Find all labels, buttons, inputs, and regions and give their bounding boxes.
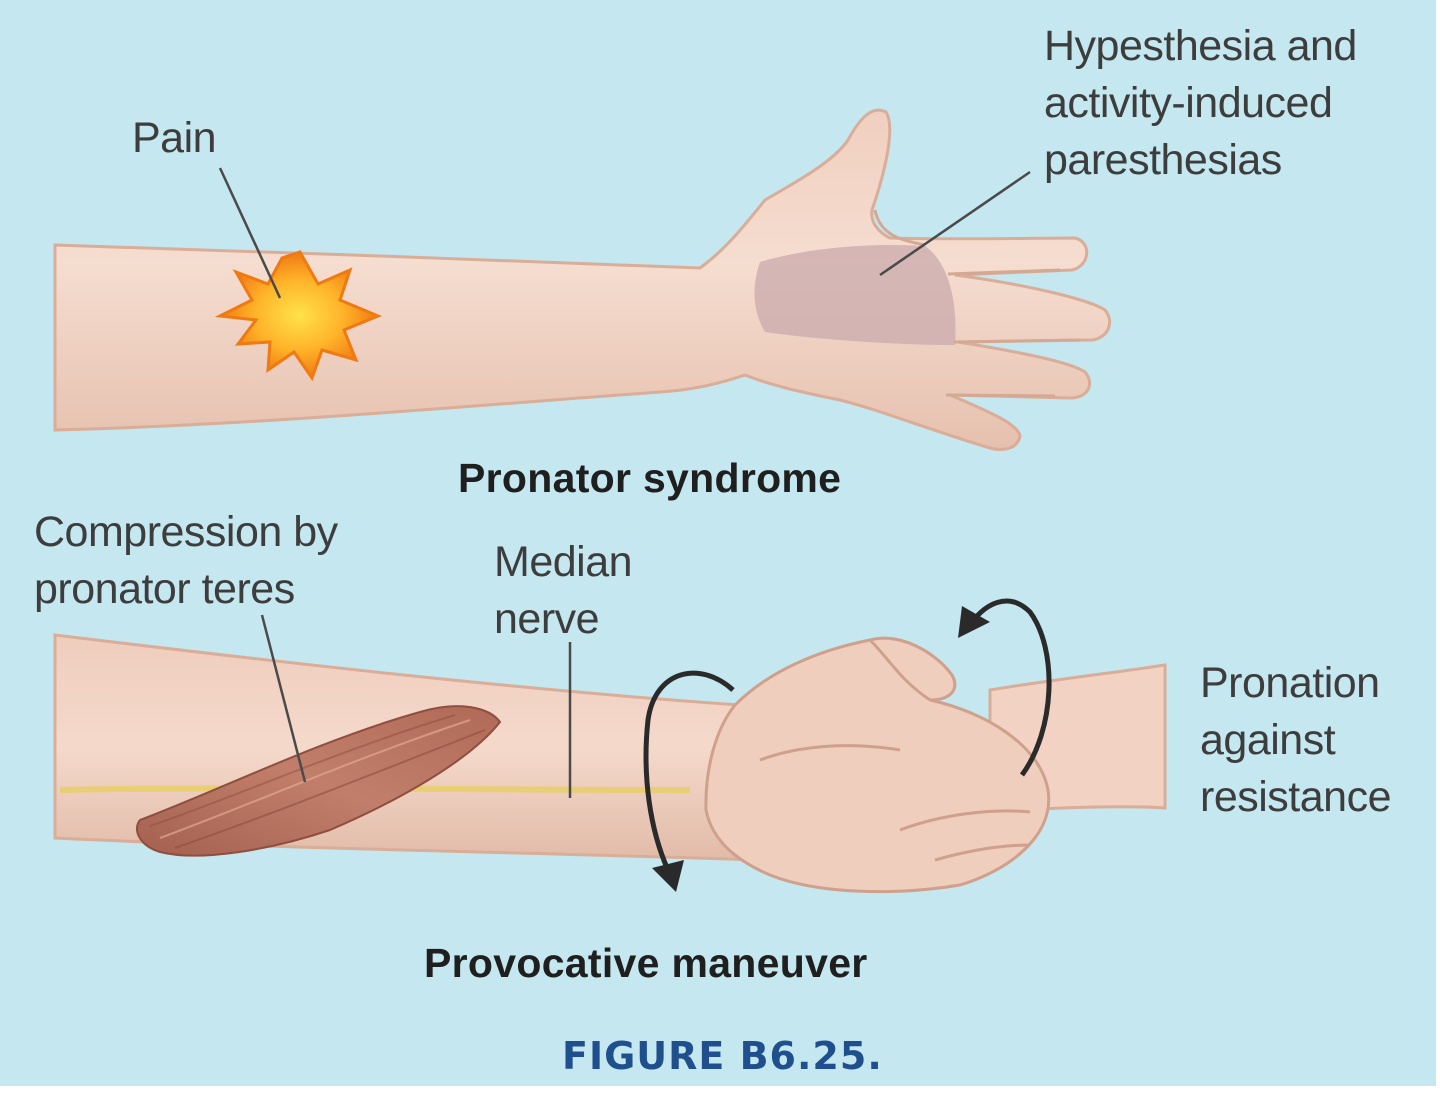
rotation-arrow-left-icon (643, 670, 735, 872)
pain-label-text: Pain (132, 114, 217, 162)
pronation-line-3: resistance (1200, 773, 1391, 821)
hypesthesia-leader-line (879, 170, 1031, 277)
hypesthesia-label: Hypesthesia and activity-induced paresth… (1044, 18, 1357, 189)
compression-line-2: pronator teres (34, 565, 295, 613)
top-forearm (53, 108, 1111, 451)
pain-leader-line (218, 167, 282, 299)
compression-label: Compression by pronator teres (34, 504, 338, 618)
pronator-teres-muscle (135, 705, 502, 857)
arrowhead-down-icon (652, 860, 684, 892)
figure-caption: FIGURE B6.25. (562, 1034, 883, 1078)
median-nerve-line-2: nerve (494, 595, 600, 643)
pronation-label: Pronation against resistance (1200, 655, 1391, 826)
provocative-maneuver-title: Provocative maneuver (424, 940, 868, 986)
hypesthesia-line-1: Hypesthesia and (1044, 22, 1357, 70)
hypesthesia-line-3: paresthesias (1044, 136, 1282, 184)
arrowhead-up-icon (958, 606, 990, 638)
pain-label: Pain (132, 110, 217, 167)
hypesthesia-line-2: activity-induced (1044, 79, 1333, 127)
median-nerve-line-1: Median (494, 538, 633, 586)
pronation-line-1: Pronation (1200, 659, 1380, 707)
compression-line-1: Compression by (34, 508, 338, 556)
median-nerve-label: Median nerve (494, 534, 633, 648)
pronation-line-2: against (1200, 716, 1336, 764)
rotation-arrow-right-icon (970, 598, 1052, 777)
pain-burst-icon (214, 250, 382, 382)
pronator-syndrome-title: Pronator syndrome (458, 455, 842, 501)
compression-leader-line (260, 614, 307, 783)
